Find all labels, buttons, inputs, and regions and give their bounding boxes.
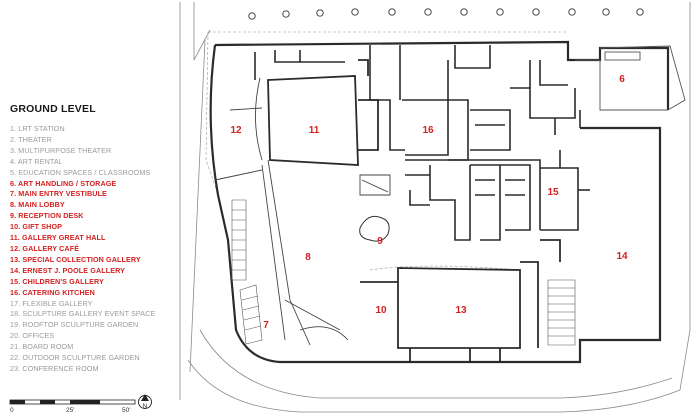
legend-title: GROUND LEVEL: [10, 103, 96, 115]
room-label-13: 13: [455, 305, 467, 316]
legend-item: 9. RECEPTION DESK: [10, 211, 84, 221]
scale-label-25: 25': [66, 407, 74, 414]
property-lines: [205, 31, 568, 271]
legend-item: 3. MULTIPURPOSE THEATER: [10, 145, 112, 155]
legend-item: 1. LRT STATION: [10, 124, 65, 133]
scale-label-0: 0: [10, 407, 14, 414]
site-outline: [179, 2, 691, 413]
legend-item: 7. MAIN ENTRY VESTIBULE: [10, 189, 107, 199]
north-label: N: [143, 403, 148, 410]
room-label-8: 8: [305, 252, 311, 263]
legend-item: 13. SPECIAL COLLECTION GALLERY: [10, 254, 141, 264]
reception-desk: [359, 215, 390, 242]
legend-item: 5. EDUCATION SPACES / CLASSROOMS: [10, 167, 151, 177]
legend-item: 20. OFFICES: [10, 331, 55, 341]
legend-item: 2. THEATER: [10, 134, 52, 144]
room-label-12: 12: [230, 125, 242, 136]
room-label-10: 10: [375, 305, 387, 316]
legend-item: 17. FLEXIBLE GALLERY: [10, 298, 93, 308]
lower-galleries: [360, 239, 561, 362]
upper-rooms: [254, 45, 581, 161]
stairs: [231, 199, 576, 346]
room-label-14: 14: [616, 251, 628, 262]
legend-item: 12. GALLERY CAFÉ: [10, 243, 80, 253]
art-handling-area: [575, 45, 686, 111]
room-label-6: 6: [619, 74, 625, 85]
legend-item: 10. GIFT SHOP: [10, 222, 63, 232]
legend-item: 6. ART HANDLING / STORAGE: [10, 178, 117, 188]
legend-item: 14. ERNEST J. POOLE GALLERY: [10, 265, 126, 275]
exterior-walls: [209, 40, 670, 364]
legend-item: 11. GALLERY GREAT HALL: [10, 233, 106, 243]
legend-item: 15. CHILDREN'S GALLERY: [10, 276, 104, 286]
legend-item: 8. MAIN LOBBY: [10, 200, 65, 210]
room-label-11: 11: [309, 125, 320, 136]
street-trees: [248, 8, 644, 20]
legend-item: 23. CONFERENCE ROOM: [10, 363, 99, 373]
legend-item: 22. OUTDOOR SCULPTURE GARDEN: [10, 353, 140, 363]
legend-item: 4. ART RENTAL: [10, 156, 63, 166]
great-hall-walls: [267, 59, 379, 166]
scale-label-50: 50': [122, 407, 130, 414]
lobby-geometry: [214, 77, 391, 346]
core-walls: [405, 150, 590, 241]
room-label-16: 16: [422, 125, 434, 136]
legend-item: 18. SCULPTURE GALLERY EVENT SPACE: [10, 309, 156, 319]
legend-item: 16. CATERING KITCHEN: [10, 287, 95, 297]
legend-item: 19. ROOFTOP SCULPTURE GARDEN: [10, 320, 139, 330]
north-arrow-icon: N: [138, 394, 152, 410]
legend-item: 21. BOARD ROOM: [10, 342, 74, 352]
room-labels: 6 7 8 9 10 11 12 13 14 15 16: [230, 74, 628, 331]
room-label-15: 15: [547, 187, 559, 198]
room-label-7: 7: [263, 320, 269, 331]
room-label-9: 9: [377, 236, 383, 247]
scale-bar: 0 25' 50': [9, 399, 136, 414]
